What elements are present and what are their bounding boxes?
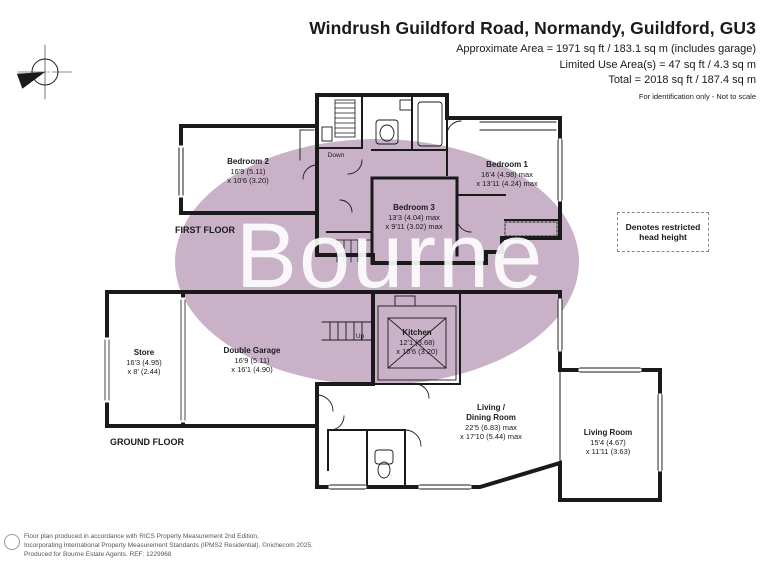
room-dim: x 17'10 (5.44) max bbox=[460, 432, 522, 442]
stairs-down-label: Down bbox=[327, 152, 345, 159]
room-name: Bedroom 2 bbox=[227, 157, 269, 166]
room-bedroom-3: Bedroom 3 13'3 (4.04) max x 9'11 (3.02) … bbox=[385, 203, 442, 232]
room-dim: x 9'11 (3.02) max bbox=[385, 222, 443, 232]
restricted-head-height-legend: Denotes restricted head height bbox=[617, 212, 709, 252]
first-floor-label: FIRST FLOOR bbox=[175, 225, 235, 235]
ground-floor-label: GROUND FLOOR bbox=[110, 437, 184, 447]
room-living-room: Living Room 15'4 (4.67) x 11'11 (3.63) bbox=[584, 428, 632, 457]
room-dim: x 11'11 (3.63) bbox=[585, 447, 631, 457]
room-dim: 16'9 (5.11) bbox=[230, 167, 266, 176]
room-name: Living / bbox=[476, 403, 505, 412]
room-double-garage: Double Garage 16'9 (5.11) x 16'1 (4.90) bbox=[224, 346, 281, 375]
room-dim: x 16'1 (4.90) bbox=[231, 365, 273, 375]
room-living-dining: Living / Dining Room 22'5 (6.83) max x 1… bbox=[460, 403, 522, 442]
room-bedroom-1: Bedroom 1 16'4 (4.98) max x 13'11 (4.24)… bbox=[476, 160, 537, 189]
room-name: Double Garage bbox=[223, 346, 281, 355]
info-icon bbox=[4, 534, 20, 550]
bedroom-3-walls bbox=[370, 176, 459, 257]
room-dim: 22'5 (6.83) max bbox=[465, 423, 517, 432]
room-store: Store 16'3 (4.95) x 8' (2.44) bbox=[126, 348, 162, 377]
room-name: Bedroom 3 bbox=[393, 203, 435, 212]
room-dim: 16'3 (4.95) bbox=[126, 358, 162, 367]
room-name: Living Room bbox=[583, 428, 633, 437]
footer-line: Produced for Bourne Estate Agents. REF: … bbox=[24, 550, 172, 558]
room-kitchen: Kitchen 12'1 (3.68) x 10'6 (3.20) bbox=[396, 328, 437, 357]
room-dim: x 10'6 (3.20) bbox=[227, 176, 269, 186]
room-dim: 16'4 (4.98) max bbox=[481, 170, 533, 179]
garage-walls bbox=[181, 290, 375, 428]
room-dim: x 10'6 (3.20) bbox=[396, 347, 438, 357]
room-dim: x 8' (2.44) bbox=[127, 367, 161, 377]
footer-line: Incorporating International Property Mea… bbox=[24, 541, 313, 549]
compass-label: N bbox=[46, 66, 53, 76]
room-name: Store bbox=[133, 348, 155, 357]
footer-line: Floor plan produced in accordance with R… bbox=[24, 533, 259, 540]
approximate-area: Approximate Area = 1971 sq ft / 183.1 sq… bbox=[456, 43, 756, 55]
watermark-text: Bourne bbox=[235, 205, 545, 307]
footer-notes: Floor plan produced in accordance with R… bbox=[24, 533, 313, 559]
identification-note: For identification only - Not to scale bbox=[638, 92, 756, 101]
room-dim: 13'3 (4.04) max bbox=[388, 213, 440, 222]
room-dim: 15'4 (4.67) bbox=[590, 438, 626, 447]
compass-icon bbox=[16, 44, 73, 100]
room-name: Bedroom 1 bbox=[486, 160, 528, 169]
room-dim: x 13'11 (4.24) max bbox=[476, 179, 538, 189]
total-area: Total = 2018 sq ft / 187.4 sq m bbox=[608, 74, 756, 86]
legend-line-1: Denotes restricted bbox=[625, 221, 701, 232]
stairs-up-label: Up bbox=[355, 333, 365, 340]
limited-use-area: Limited Use Area(s) = 47 sq ft / 4.3 sq … bbox=[559, 59, 756, 71]
room-name-2: Dining Room bbox=[466, 413, 516, 422]
room-bedroom-2: Bedroom 2 16'9 (5.11) x 10'6 (3.20) bbox=[227, 157, 269, 186]
legend-line-2: head height bbox=[639, 232, 687, 242]
room-dim: 12'1 (3.68) bbox=[399, 338, 435, 347]
room-dim: 16'9 (5.11) bbox=[234, 356, 270, 365]
room-name: Kitchen bbox=[402, 328, 432, 337]
page-title: Windrush Guildford Road, Normandy, Guild… bbox=[309, 18, 756, 38]
